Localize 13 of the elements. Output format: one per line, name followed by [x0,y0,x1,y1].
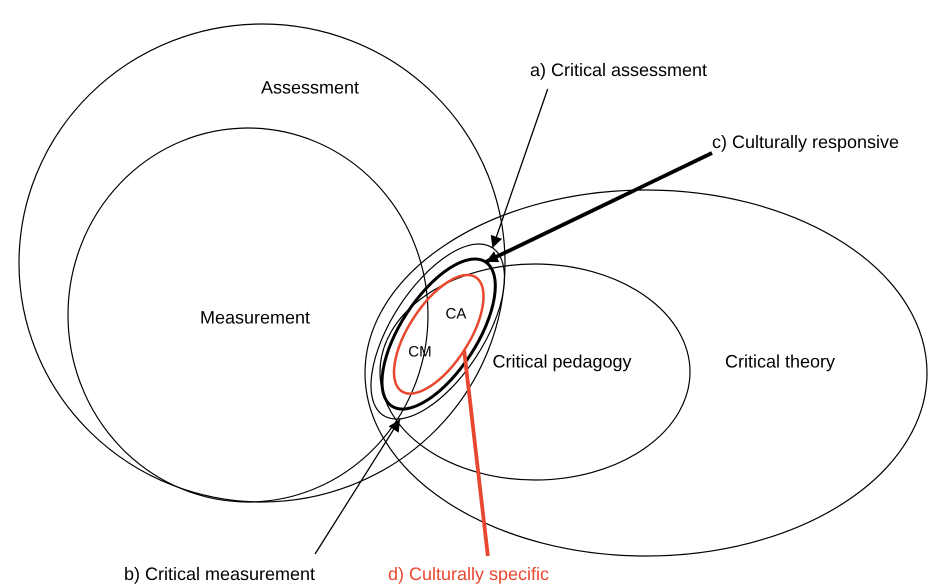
arrow [485,151,713,264]
arrow [314,419,401,554]
callout-text: c) Culturally responsive [712,132,900,152]
set-label: Measurement [200,308,310,328]
leader-line [462,350,490,556]
callout-text: b) Critical measurement [124,564,316,584]
callout-text: a) Critical assessment [530,60,708,80]
set-label: Assessment [260,78,360,98]
callout-text: d) Culturally specific [388,564,550,584]
set-label: Critical pedagogy [492,352,632,372]
set-label: CA [446,305,466,322]
set-label: Critical theory [724,352,836,372]
arrow [490,88,548,248]
